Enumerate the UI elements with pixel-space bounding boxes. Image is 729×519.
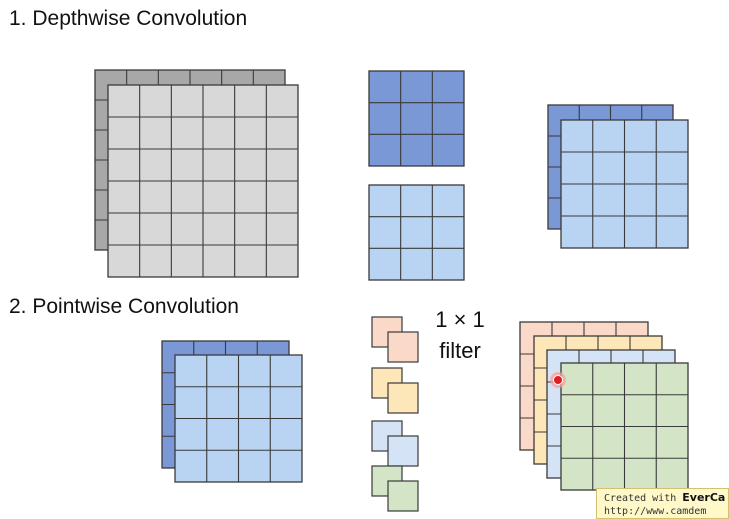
red-circle-cursor-icon [553, 375, 563, 385]
pointwise-input-front-layer [174, 354, 303, 483]
depthwise-output-front-layer [560, 119, 689, 249]
input-volume-front-layer [107, 84, 299, 278]
evercam-watermark: Created with EverCa http://www.camdem [596, 488, 729, 519]
depthwise-filter-dark [368, 70, 465, 167]
watermark-brand: EverCa [682, 491, 726, 504]
pointwise-filter-peach-front [387, 331, 419, 363]
depthwise-filter-light [368, 184, 465, 281]
pointwise-output-layer-green [560, 362, 689, 491]
filter-size-label: 1 × 1 [435, 307, 485, 332]
pointwise-convolution-title: 2. Pointwise Convolution [9, 295, 239, 318]
pointwise-filter-yellow-front [387, 382, 419, 414]
pointwise-filter-green-front [387, 480, 419, 512]
filter-word-label: filter [439, 338, 481, 363]
watermark-url: http://www.camdem [604, 506, 707, 517]
depthwise-filter-dark-background [368, 70, 465, 167]
watermark-created-line: Created with EverCa [604, 491, 728, 505]
depthwise-filter-light-background [368, 184, 465, 281]
watermark-created-prefix: Created with [604, 493, 683, 504]
pointwise-filter-blue-front [387, 435, 419, 467]
depthwise-convolution-title: 1. Depthwise Convolution [9, 7, 248, 30]
